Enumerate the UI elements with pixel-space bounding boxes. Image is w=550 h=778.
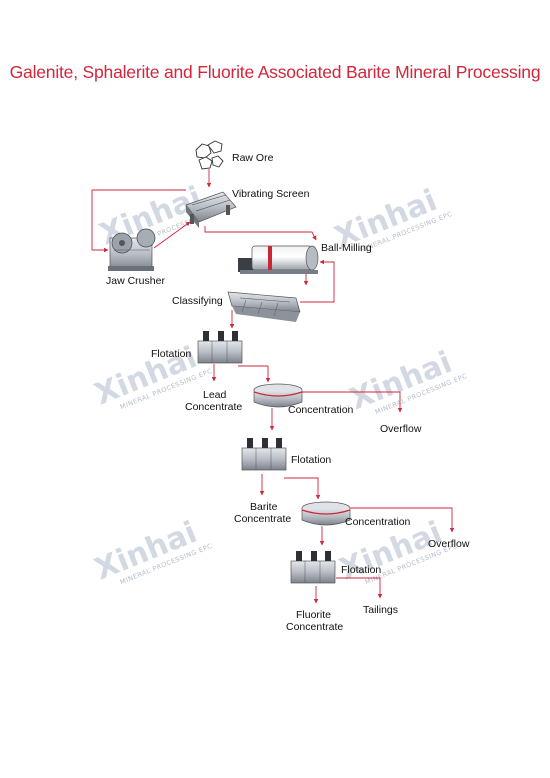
jaw-crusher-icon bbox=[108, 228, 156, 271]
label-classifying: Classifying bbox=[172, 295, 223, 307]
label-flotation-2: Flotation bbox=[291, 454, 331, 466]
flow-lines bbox=[91, 169, 455, 604]
label-barite-concentrate-line1: Barite bbox=[250, 501, 278, 513]
vibrating-screen-icon bbox=[185, 191, 237, 228]
label-fluorite-concentrate-line2: Concentrate bbox=[286, 621, 343, 633]
label-tailings: Tailings bbox=[363, 604, 398, 616]
label-vibrating-screen: Vibrating Screen bbox=[232, 188, 310, 200]
raw-ore-icon bbox=[195, 140, 224, 170]
label-raw-ore: Raw Ore bbox=[232, 152, 274, 164]
label-fluorite-concentrate-line1: Fluorite bbox=[296, 609, 331, 621]
label-lead-concentrate-line2: Concentrate bbox=[185, 401, 242, 413]
concentration-tank-icon bbox=[301, 501, 351, 526]
watermark: Xinhai MINERAL PROCESSING EPC bbox=[90, 515, 214, 587]
concentration-tank-icon bbox=[253, 383, 303, 408]
flotation-cell-icon bbox=[290, 551, 336, 584]
classifier-icon bbox=[227, 291, 301, 322]
flotation-cell-icon bbox=[197, 331, 243, 364]
label-ball-milling: Ball-Milling bbox=[321, 242, 372, 254]
page-title: Galenite, Sphalerite and Fluorite Associ… bbox=[9, 62, 541, 82]
label-concentration-1: Concentration bbox=[288, 404, 354, 416]
label-overflow-1: Overflow bbox=[380, 423, 422, 435]
label-concentration-2: Concentration bbox=[345, 516, 411, 528]
watermark: Xinhai MINERAL PROCESSING EPC bbox=[345, 345, 469, 417]
label-flotation-3: Flotation bbox=[341, 564, 381, 576]
label-barite-concentrate-line2: Concentrate bbox=[234, 513, 291, 525]
label-overflow-2: Overflow bbox=[428, 538, 470, 550]
label-jaw-crusher: Jaw Crusher bbox=[106, 275, 165, 287]
label-lead-concentrate-line1: Lead bbox=[203, 389, 227, 401]
flotation-cell-icon bbox=[241, 438, 287, 471]
label-flotation-1: Flotation bbox=[151, 348, 191, 360]
ball-mill-icon bbox=[238, 245, 319, 274]
